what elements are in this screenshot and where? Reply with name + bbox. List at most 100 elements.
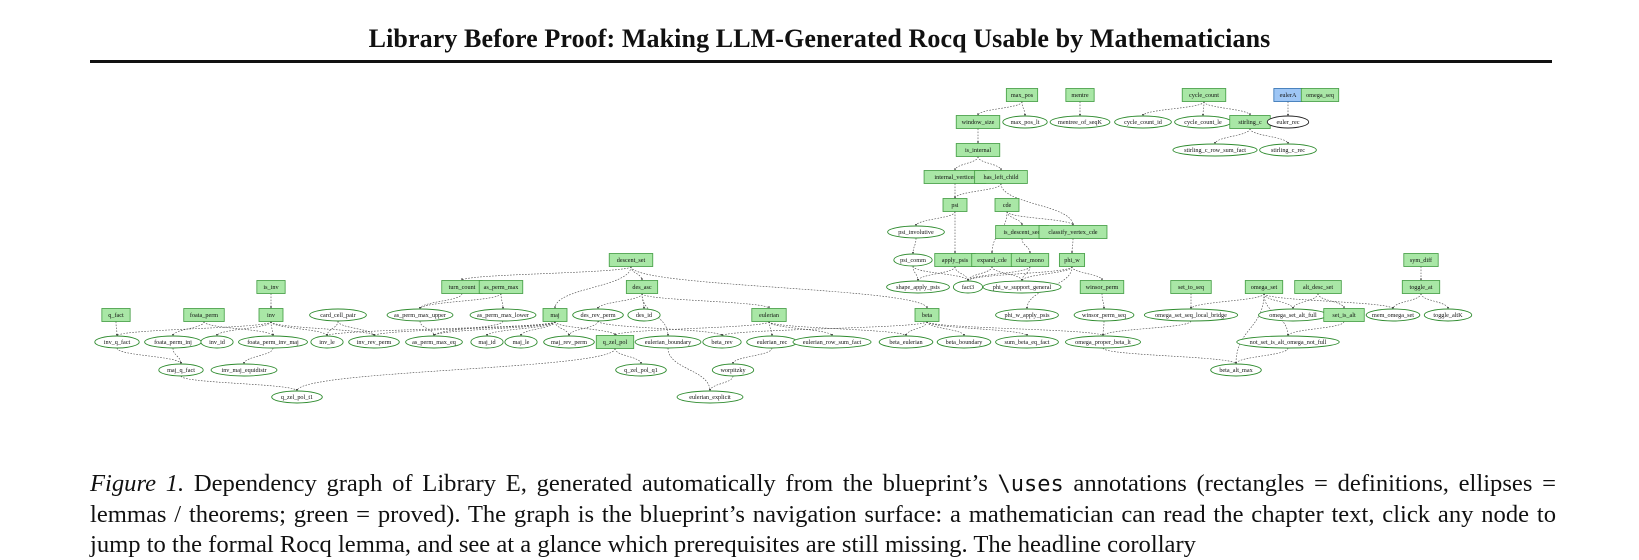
graph-node-foata-perm-inv-maj[interactable]: foata_perm_inv_maj	[238, 335, 308, 349]
graph-node-as-perm-max-eq[interactable]: as_perm_max_eq	[405, 335, 463, 349]
title-rule	[90, 60, 1552, 63]
graph-node-cycle-count-le[interactable]: cycle_count_le	[1174, 115, 1232, 129]
graph-node-beta-alt-max[interactable]: beta_alt_max	[1210, 363, 1262, 377]
dependency-edge	[614, 348, 643, 365]
graph-node-sum-beta-eq-fact[interactable]: sum_beta_eq_fact	[995, 335, 1059, 349]
graph-node-cycle-count[interactable]: cycle_count	[1181, 88, 1227, 102]
graph-node-char-mono[interactable]: char_mono	[1010, 253, 1050, 267]
graph-node-inv-id[interactable]: inv_id	[200, 335, 234, 349]
graph-node-set-to-seq[interactable]: set_to_seq	[1170, 280, 1212, 294]
graph-node-beta-boundary[interactable]: beta_boundary	[936, 335, 992, 349]
graph-node-inv-le[interactable]: inv_le	[310, 335, 344, 349]
graph-node-label: mentre	[1071, 92, 1088, 99]
graph-node-q-zel-pol[interactable]: q_zel_pol	[595, 335, 635, 349]
graph-node-foata-perm-inj[interactable]: foata_perm_inj	[144, 335, 202, 349]
graph-node-foata-perm[interactable]: foata_perm	[183, 308, 225, 322]
graph-node-inv-maj-equidistr[interactable]: inv_maj_equidistr	[210, 363, 278, 377]
graph-node-turn-count[interactable]: turn_count	[441, 280, 483, 294]
graph-node-eulerian-boundary[interactable]: eulerian_boundary	[634, 335, 702, 349]
graph-node-psi-involutive[interactable]: psi_involutive	[887, 225, 945, 239]
graph-node-winsor-perm-seq[interactable]: winsor_perm_seq	[1073, 308, 1135, 322]
graph-node-apply-psis[interactable]: apply_psis	[934, 253, 976, 267]
graph-node-toggle-altK[interactable]: toggle_altK	[1423, 308, 1473, 322]
graph-node-label: beta_rev	[711, 339, 733, 346]
graph-node-inv-q-fact[interactable]: inv_q_fact	[94, 335, 140, 349]
graph-node-stirling-c-row-sum-fact[interactable]: stirling_c_row_sum_fact	[1172, 143, 1258, 157]
lemma-ellipse	[995, 335, 1059, 349]
graph-node-mentree-of-seqK[interactable]: mentree_of_seqK	[1049, 115, 1111, 129]
graph-node-classify-vertex-cde[interactable]: classify_vertex_cde	[1038, 225, 1108, 239]
graph-node-as-perm-max-lower[interactable]: as_perm_max_lower	[469, 308, 537, 322]
dependency-edge	[215, 321, 272, 337]
graph-node-max-pos-lt[interactable]: max_pos_lt	[1002, 115, 1048, 129]
graph-node-has-left-child[interactable]: has_left_child	[974, 170, 1028, 184]
graph-node-mem-omega-set[interactable]: mem_omega_set	[1365, 308, 1421, 322]
graph-node-q-zel-pol-q1[interactable]: q_zel_pol_q1	[615, 363, 667, 377]
dependency-edge	[912, 265, 970, 282]
graph-node-is-inv[interactable]: is_inv	[256, 280, 286, 294]
graph-node-phi-w[interactable]: phi_w	[1058, 253, 1086, 267]
graph-node-winsor-perm[interactable]: winsor_perm	[1079, 280, 1125, 294]
graph-node-maj-q-fact[interactable]: maj_q_fact	[158, 363, 204, 377]
graph-node-as-perm-max[interactable]: as_perm_max	[478, 280, 524, 294]
graph-node-psi-comm[interactable]: psi_comm	[893, 253, 933, 267]
graph-node-beta-eulerian[interactable]: beta_eulerian	[878, 335, 934, 349]
graph-node-maj-le[interactable]: maj_le	[504, 335, 538, 349]
graph-node-cde[interactable]: cde	[994, 198, 1020, 212]
graph-node-q-fact[interactable]: q_fact	[101, 308, 131, 322]
graph-node-beta[interactable]: beta	[914, 308, 940, 322]
graph-node-label: winsor_perm_seq	[1082, 312, 1126, 319]
graph-node-eulerian-rec[interactable]: eulerian_rec	[746, 335, 798, 349]
graph-node-expand-cde[interactable]: expand_cde	[971, 253, 1013, 267]
graph-node-des-rev-perm[interactable]: des_rev_perm	[572, 308, 624, 322]
graph-node-as-perm-max-upper[interactable]: as_perm_max_upper	[386, 308, 454, 322]
graph-node-inv-rev-perm[interactable]: inv_rev_perm	[348, 335, 400, 349]
graph-node-stirling-c[interactable]: stirling_c	[1229, 115, 1271, 129]
graph-node-psi[interactable]: psi	[942, 198, 968, 212]
graph-node-mentre[interactable]: mentre	[1065, 88, 1095, 102]
graph-node-omega-set-alt-full[interactable]: omega_set_alt_full	[1258, 308, 1328, 322]
graph-node-des-id[interactable]: des_id	[627, 308, 661, 322]
graph-node-phi-w-support-general[interactable]: phi_w_support_general	[982, 280, 1062, 294]
graph-node-label: char_mono	[1016, 257, 1044, 264]
graph-node-phi-w-apply-psis[interactable]: phi_w_apply_psis	[995, 308, 1059, 322]
graph-node-eulerA[interactable]: eulerA	[1273, 88, 1303, 102]
graph-node-inv[interactable]: inv	[258, 308, 284, 322]
graph-node-alt-desc-set[interactable]: alt_desc_set	[1294, 280, 1342, 294]
graph-node-fact3[interactable]: fact3	[952, 280, 984, 294]
lemma-ellipse	[200, 335, 234, 349]
graph-node-toggle-at[interactable]: toggle_at	[1401, 280, 1441, 294]
dependency-edge	[325, 320, 339, 337]
graph-node-cycle-count-id[interactable]: cycle_count_id	[1114, 115, 1172, 129]
graph-node-set-is-alt[interactable]: set_is_alt	[1323, 308, 1365, 322]
graph-node-omega-proper-beta-lt[interactable]: omega_proper_beta_lt	[1065, 335, 1141, 349]
graph-node-des-asc[interactable]: des_asc	[625, 280, 659, 294]
graph-node-window-size[interactable]: window_size	[955, 115, 1001, 129]
graph-node-sym-diff[interactable]: sym_diff	[1403, 253, 1439, 267]
graph-node-max-pos[interactable]: max_pos	[1005, 88, 1039, 102]
graph-node-card-cell-pair[interactable]: card_cell_pair	[309, 308, 367, 322]
graph-node-not-set-is-alt-omega-not-full[interactable]: not_set_is_alt_omega_not_full	[1236, 335, 1340, 349]
graph-node-eulerian-row-sum-fact[interactable]: eulerian_row_sum_fact	[792, 335, 872, 349]
graph-node-euler-rec[interactable]: euler_rec	[1266, 115, 1310, 129]
graph-node-worpitzky[interactable]: worpitzky	[711, 363, 755, 377]
graph-node-shape-apply-psis[interactable]: shape_apply_psis	[886, 280, 950, 294]
graph-node-descent-set[interactable]: descent_set	[608, 253, 654, 267]
graph-node-maj-id[interactable]: maj_id	[470, 335, 504, 349]
graph-node-omega-set-seq-local-bridge[interactable]: omega_set_seq_local_bridge	[1143, 308, 1239, 322]
graph-node-maj[interactable]: maj	[542, 308, 568, 322]
dependency-edge	[912, 265, 920, 282]
graph-node-omega-set[interactable]: omega_set	[1244, 280, 1284, 294]
graph-node-stirling-c-rec[interactable]: stirling_c_rec	[1259, 143, 1317, 157]
graph-node-label: inv	[267, 312, 276, 319]
graph-node-internal-vertices[interactable]: internal_vertices	[923, 170, 987, 184]
graph-node-eulerian[interactable]: eulerian	[751, 308, 787, 322]
graph-node-is-internal[interactable]: is_internal	[955, 143, 1001, 157]
graph-node-q-zel-pol-t1[interactable]: q_zel_pol_t1	[271, 390, 323, 404]
graph-node-omega-seq[interactable]: omega_seq	[1300, 88, 1340, 102]
lemma-ellipse	[676, 390, 744, 404]
lemma-ellipse	[348, 335, 400, 349]
graph-node-beta-rev[interactable]: beta_rev	[702, 335, 742, 349]
graph-node-maj-rev-perm[interactable]: maj_rev_perm	[543, 335, 595, 349]
graph-node-eulerian-explicit[interactable]: eulerian_explicit	[676, 390, 744, 404]
